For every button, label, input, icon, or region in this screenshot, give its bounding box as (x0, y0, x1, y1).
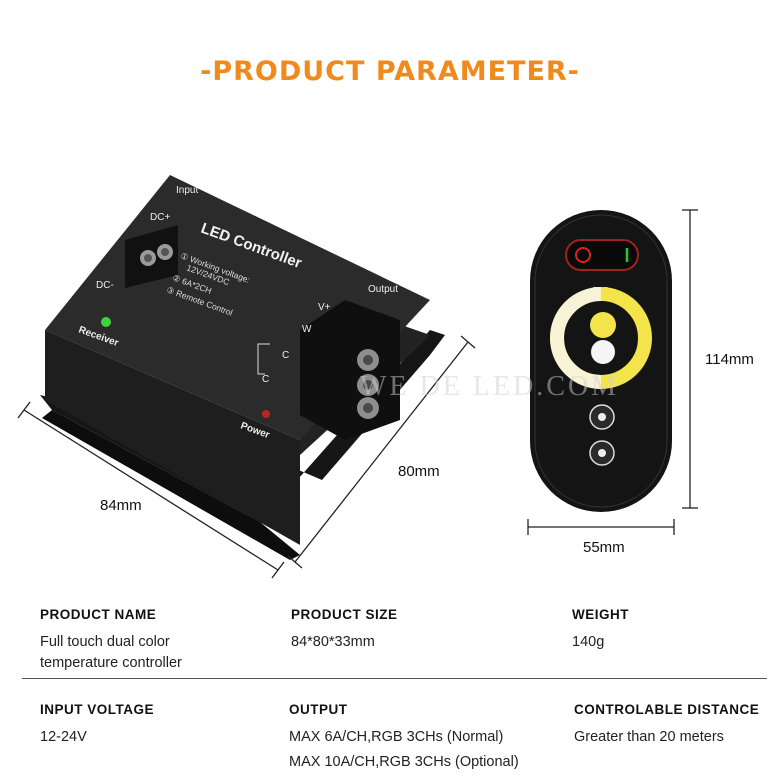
spec-weight: WEIGHT 140g (572, 607, 629, 653)
spec-heading: PRODUCT SIZE (291, 607, 398, 622)
product-illustration: Input DC+ DC- LED Controller ① Working v… (17, 175, 698, 579)
spec-heading: CONTROLABLE DISTANCE (574, 702, 760, 717)
dim-label-114mm: 114mm (705, 351, 754, 368)
warm-button (590, 312, 616, 338)
spec-output: OUTPUT MAX 6A/CH,RGB 3CHs (Normal) MAX 1… (289, 702, 519, 773)
label-c-2: C (262, 374, 269, 385)
dim-label-84mm: 84mm (100, 497, 142, 514)
spec-value: 140g (572, 634, 605, 650)
power-indicator (262, 410, 270, 418)
spec-value: 12-24V (40, 729, 87, 745)
label-w: W (302, 324, 312, 335)
spec-product-name: PRODUCT NAME Full touch dual color tempe… (40, 607, 182, 674)
label-dc-plus: DC+ (150, 212, 170, 223)
label-input: Input (176, 185, 198, 196)
spec-product-size: PRODUCT SIZE 84*80*33mm (291, 607, 398, 653)
dim-label-55mm: 55mm (583, 539, 625, 556)
spec-heading: OUTPUT (289, 702, 348, 717)
receiver-indicator (101, 317, 111, 327)
remote-control: TC (530, 210, 672, 512)
spec-heading: PRODUCT NAME (40, 607, 157, 622)
spec-input-voltage: INPUT VOLTAGE 12-24V (40, 702, 154, 748)
watermark: WE DE LED.COM (360, 371, 619, 402)
spec-heading: WEIGHT (572, 607, 629, 622)
dim-label-80mm: 80mm (398, 463, 440, 480)
label-v-plus: V+ (318, 302, 331, 313)
dimension-55mm (527, 519, 675, 535)
spec-heading: INPUT VOLTAGE (40, 702, 154, 717)
spec-value: MAX 6A/CH,RGB 3CHs (Normal) MAX 10A/CH,R… (289, 729, 519, 770)
led-controller-device: Input DC+ DC- LED Controller ① Working v… (40, 175, 445, 560)
spec-value: Full touch dual color temperature contro… (40, 634, 182, 671)
page-title: -PRODUCT PARAMETER- (200, 56, 580, 87)
label-dc-minus: DC- (96, 280, 114, 291)
dimension-114mm (682, 209, 698, 509)
label-c-1: C (282, 350, 289, 361)
dimension-80mm (287, 335, 476, 569)
label-output: Output (368, 284, 398, 295)
spec-value: 84*80*33mm (291, 634, 375, 650)
spec-value: Greater than 20 meters (574, 729, 724, 745)
spec-controlable-distance: CONTROLABLE DISTANCE Greater than 20 met… (574, 702, 759, 748)
spec-divider (22, 678, 767, 679)
cool-button (591, 340, 615, 364)
dimension-84mm (17, 401, 285, 579)
